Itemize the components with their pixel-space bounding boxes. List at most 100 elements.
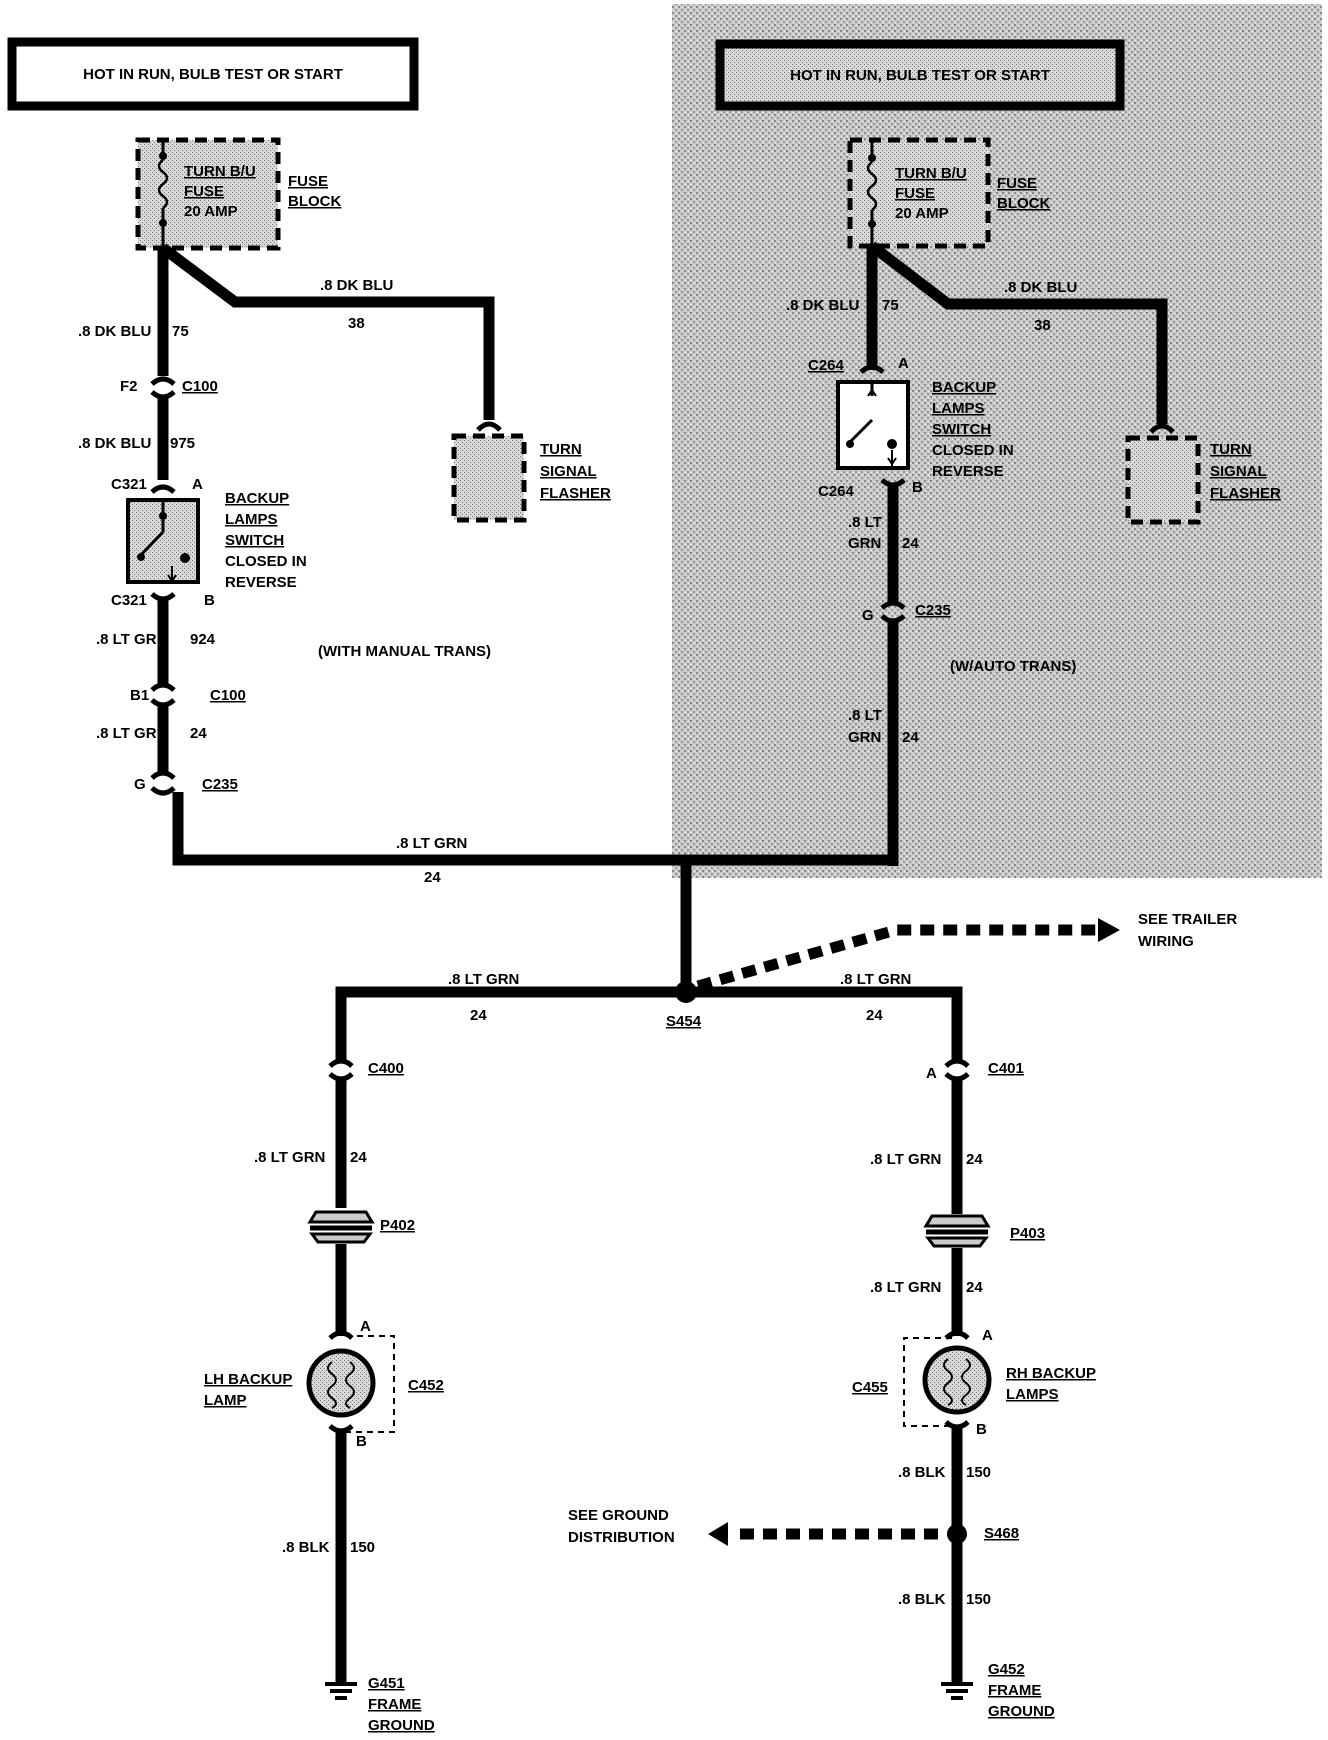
wire-circuit-lh-top: 24 [470, 1007, 487, 1024]
lh-lamp-label-1: LH BACKUP [204, 1371, 292, 1388]
wire-circuit-150-lh: 150 [350, 1539, 375, 1556]
switch-label-1-right: BACKUP [932, 379, 996, 396]
wire-circuit-38-right: 38 [1034, 317, 1051, 334]
lh-lamp-pin-b [328, 1424, 354, 1434]
wire-circuit-24: 24 [190, 725, 207, 742]
wire-label-rh-mid: .8 LT GRN [870, 1151, 941, 1168]
wire-label-rh-lower: .8 LT GRN [870, 1279, 941, 1296]
rh-lamp-pin-a [944, 1330, 970, 1340]
manual-trans-label: (WITH MANUAL TRANS) [318, 643, 491, 660]
auto-trans-label: (W/AUTO TRANS) [950, 658, 1076, 675]
connector-c100-f2 [150, 376, 176, 400]
switch-label-5-right: REVERSE [932, 463, 1004, 480]
wire-label-bus: .8 LT GRN [396, 835, 467, 852]
rh-lamp-label-2: LAMPS [1006, 1386, 1059, 1403]
label-c264-top: C264 [808, 357, 845, 374]
wire-circuit-975: 975 [170, 435, 195, 452]
wire-circuit-24-right-a: 24 [902, 535, 919, 552]
wire-circuit-24-right-b: 24 [902, 729, 919, 746]
g451-ground: GROUND [368, 1717, 435, 1734]
trailer-ref-2: WIRING [1138, 933, 1194, 950]
switch-label-3-right: SWITCH [932, 421, 991, 438]
wire-label-dkblu-75: .8 DK BLU [78, 323, 151, 340]
lh-backup-lamp [306, 1348, 376, 1418]
pin-f2: F2 [120, 378, 138, 395]
label-c264-bottom: C264 [818, 483, 855, 500]
flasher-label-1-right: TURN [1210, 441, 1252, 458]
connector-c264-a [859, 364, 885, 374]
connector-c235-left [150, 770, 176, 796]
right-turn-signal-flasher: TURN SIGNAL FLASHER [1125, 435, 1281, 525]
fuse-symbol [866, 161, 878, 211]
g452-ground: GROUND [988, 1703, 1055, 1720]
switch-label-4: CLOSED IN [225, 553, 307, 570]
wire-circuit-924: 924 [190, 631, 216, 648]
left-backup-lamps-switch: BACKUP LAMPS SWITCH CLOSED IN REVERSE [126, 490, 307, 591]
pin-b-lh: B [356, 1433, 367, 1450]
label-c100: C100 [182, 378, 218, 395]
connector-c321-b [150, 592, 176, 602]
fuse-symbol [157, 159, 169, 209]
pin-a-c401: A [926, 1065, 937, 1082]
fuse-block-label-2: BLOCK [997, 195, 1050, 212]
pin-a-c321: A [192, 476, 203, 493]
label-c321-bottom: C321 [111, 592, 147, 609]
wire-label-lt-2: .8 LT [848, 707, 882, 724]
fuse-label-line3: 20 AMP [895, 205, 949, 222]
pin-a-lh: A [360, 1318, 371, 1335]
label-g452: G452 [988, 1661, 1025, 1678]
flasher-label-2-right: SIGNAL [1210, 463, 1267, 480]
c455-bracket [903, 1337, 952, 1427]
wire-circuit-rh-mid: 24 [966, 1151, 983, 1168]
connector-p402 [307, 1210, 375, 1244]
wire-label-rh-top: .8 LT GRN [840, 971, 911, 988]
connector-c400 [328, 1058, 354, 1082]
wire-circuit-75-right: 75 [882, 297, 899, 314]
fuse-label-line3: 20 AMP [184, 203, 238, 220]
flasher-connector [476, 421, 502, 432]
label-c400: C400 [368, 1060, 404, 1077]
rh-backup-lamps [922, 1345, 992, 1415]
pin-b-c321: B [204, 592, 215, 609]
label-p403: P403 [1010, 1225, 1045, 1242]
connector-c321-a [150, 484, 176, 494]
switch-label-2: LAMPS [225, 511, 278, 528]
fuse-block-label-2: BLOCK [288, 193, 341, 210]
pin-g-right: G [862, 607, 874, 624]
wire-ltgrn-24-lh [335, 986, 686, 1060]
label-c455: C455 [852, 1379, 888, 1396]
right-backup-lamps-switch: BACKUP LAMPS SWITCH CLOSED IN REVERSE [836, 379, 1014, 480]
left-power-header: HOT IN RUN, BULB TEST OR START [7, 37, 419, 111]
wire-label-lh-mid: .8 LT GRN [254, 1149, 325, 1166]
trailer-arrow [1098, 918, 1120, 942]
right-power-header: HOT IN RUN, BULB TEST OR START [715, 39, 1125, 111]
splice-s454 [675, 981, 697, 1003]
wire-circuit-rh-top: 24 [866, 1007, 883, 1024]
right-power-title: HOT IN RUN, BULB TEST OR START [790, 67, 1050, 84]
wire-circuit-75: 75 [172, 323, 189, 340]
pin-g-left: G [134, 776, 146, 793]
wire-label-dkblu-right: .8 DK BLU [1004, 279, 1077, 296]
wire-circuit-38: 38 [348, 315, 365, 332]
switch-label-5: REVERSE [225, 574, 297, 591]
flasher-label-3: FLASHER [540, 485, 611, 502]
ground-ref-2: DISTRIBUTION [568, 1529, 675, 1546]
fuse-label-line1: TURN B/U [184, 163, 256, 180]
fuse-block-label-1: FUSE [997, 175, 1037, 192]
label-s454: S454 [666, 1013, 702, 1030]
label-c235-left: C235 [202, 776, 238, 793]
pin-a-c264: A [898, 355, 909, 372]
wire-label-blk-lh: .8 BLK [282, 1539, 330, 1556]
rh-lamp-pin-b [944, 1420, 970, 1430]
auto-trans-shaded-region [672, 4, 1322, 878]
switch-label-2-right: LAMPS [932, 400, 985, 417]
wire-label-grn-1: GRN [848, 535, 881, 552]
connector-c264-b [880, 478, 906, 488]
fuse-label-line2: FUSE [184, 183, 224, 200]
flasher-label-3-right: FLASHER [1210, 485, 1281, 502]
wire-label-ltgrn-24: .8 LT GRN [96, 725, 167, 742]
pin-b-rh: B [976, 1421, 987, 1438]
connector-c401 [944, 1058, 970, 1082]
ground-g452-symbol [941, 1682, 973, 1700]
c452-bracket [346, 1335, 395, 1433]
